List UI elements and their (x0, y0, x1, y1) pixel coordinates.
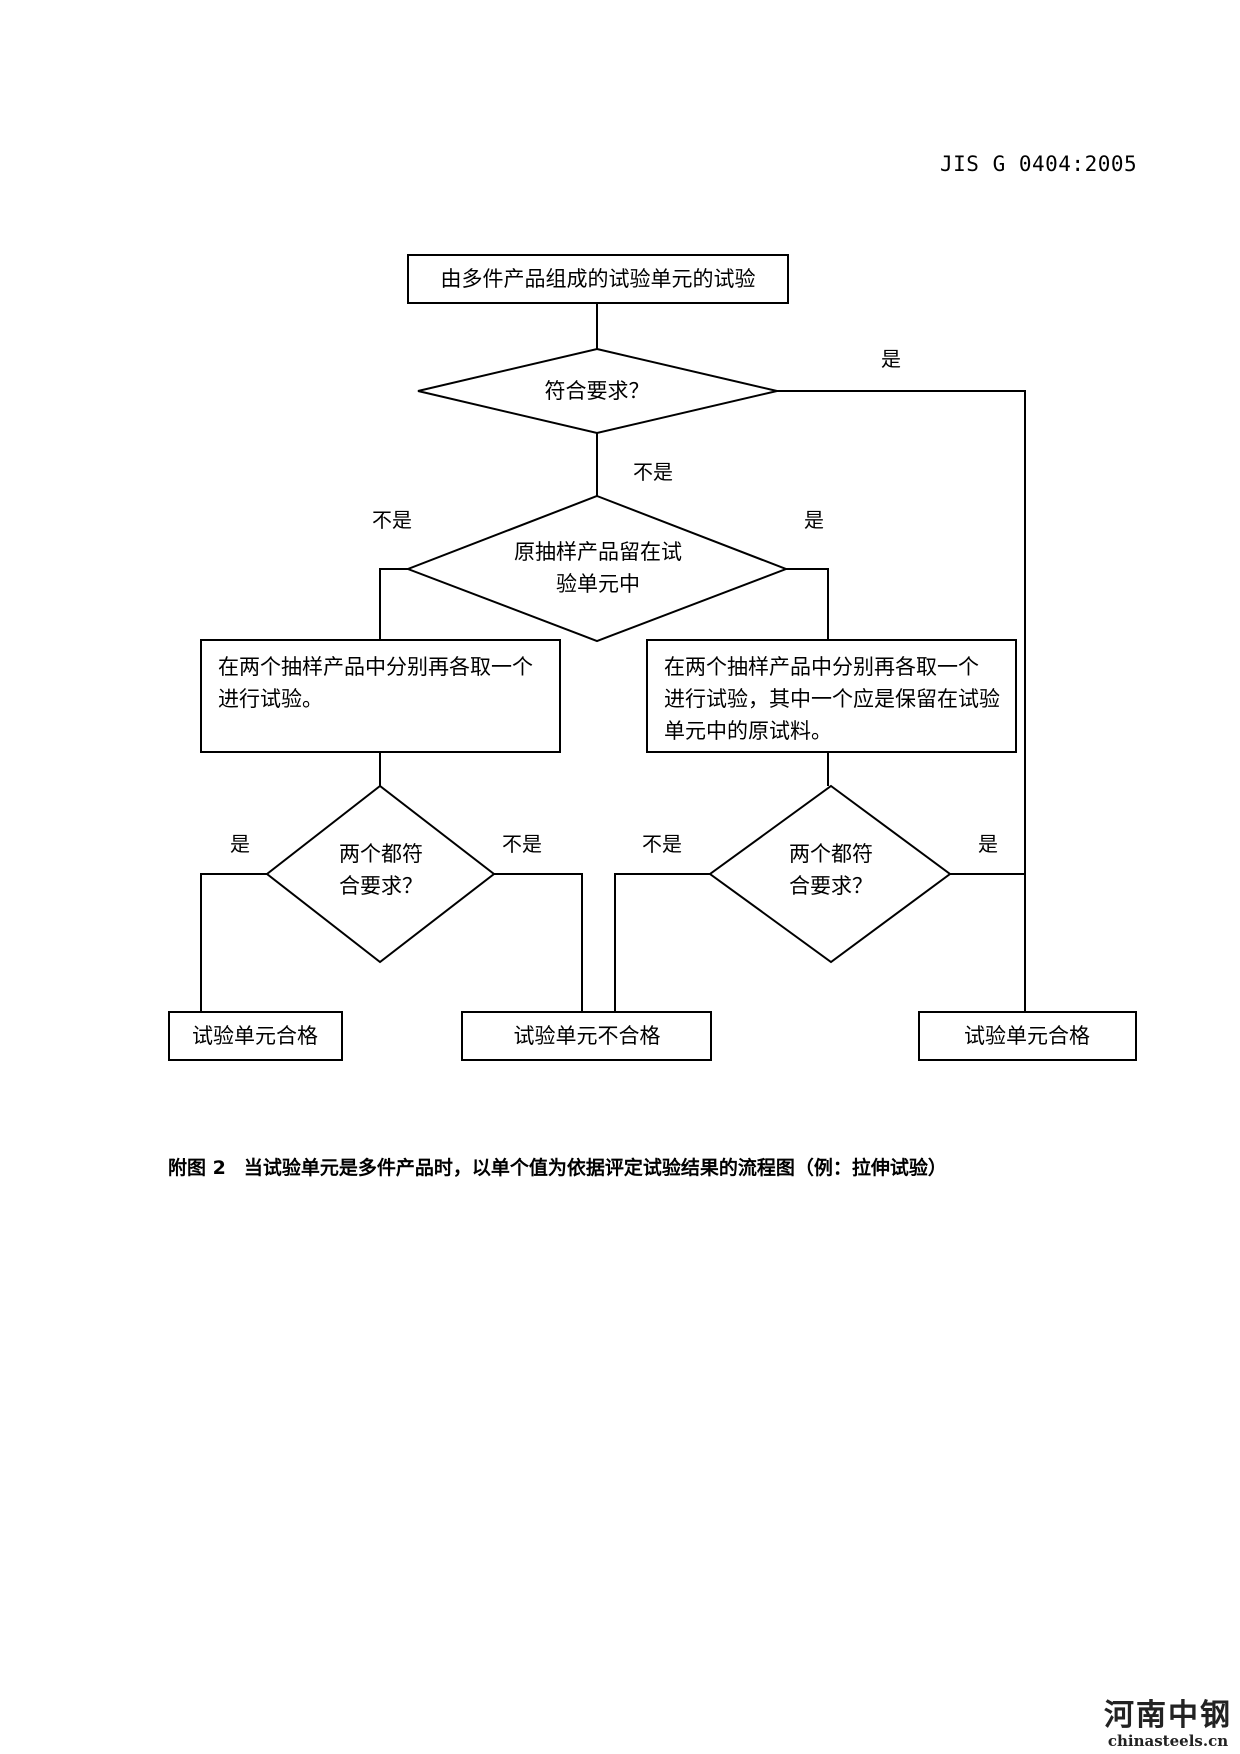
figure-caption-text: 当试验单元是多件产品时，以单个值为依据评定试验结果的流程图（例：拉伸试验） (243, 1157, 947, 1179)
decision-original-sample-retained-line1: 原抽样产品留在试 (514, 540, 682, 564)
watermark: 河南中钢 chinasteels.cn (1104, 1698, 1232, 1751)
decision-meets-requirements-label: 符合要求？ (545, 379, 650, 403)
result-fail-box: 试验单元不合格 (461, 1011, 712, 1061)
result-fail-label: 试验单元不合格 (514, 1024, 661, 1048)
result-pass-left-box: 试验单元合格 (168, 1011, 343, 1061)
right-decision-line2: 合要求？ (789, 874, 873, 898)
right-retest-line2: 进行试验，其中一个应是保留在试验 (664, 687, 1000, 711)
right-decision-both-pass: 两个都符 合要求？ (708, 784, 952, 964)
left-decision-line2: 合要求？ (339, 874, 423, 898)
left-decision-line1: 两个都符 (339, 842, 423, 866)
figure-number: 附图 2 (168, 1157, 226, 1179)
start-box: 由多件产品组成的试验单元的试验 (407, 254, 789, 304)
left-retest-box: 在两个抽样产品中分别再各取一个 进行试验。 (200, 639, 561, 753)
result-pass-left-label: 试验单元合格 (192, 1024, 318, 1048)
left-decision-both-pass: 两个都符 合要求？ (265, 784, 496, 964)
result-pass-right-box: 试验单元合格 (918, 1011, 1137, 1061)
decision-original-sample-retained-line2: 验单元中 (556, 572, 640, 596)
document-code: JIS G 0404:2005 (940, 152, 1138, 176)
right-retest-box: 在两个抽样产品中分别再各取一个 进行试验，其中一个应是保留在试验 单元中的原试料… (646, 639, 1017, 753)
left-retest-line2: 进行试验。 (218, 687, 323, 711)
decision1-yes-label: 是 (881, 347, 901, 371)
right-decision-line1: 两个都符 (789, 842, 873, 866)
decision1-no-label: 不是 (633, 460, 673, 484)
left-retest-line1: 在两个抽样产品中分别再各取一个 (218, 655, 533, 679)
decision-meets-requirements: 符合要求？ (417, 347, 778, 435)
watermark-logo: 河南中钢 (1104, 1698, 1232, 1733)
right-retest-line1: 在两个抽样产品中分别再各取一个 (664, 655, 979, 679)
right-decision-no-label: 不是 (642, 832, 682, 856)
figure-caption: 附图 2 当试验单元是多件产品时，以单个值为依据评定试验结果的流程图（例：拉伸试验… (168, 1153, 947, 1180)
right-retest-line3: 单元中的原试料。 (664, 719, 832, 743)
result-pass-right-label: 试验单元合格 (964, 1024, 1090, 1048)
left-decision-no-label: 不是 (502, 832, 542, 856)
left-decision-yes-label: 是 (230, 832, 250, 856)
start-box-label: 由多件产品组成的试验单元的试验 (441, 267, 756, 291)
watermark-url: chinasteels.cn (1107, 1732, 1229, 1750)
right-decision-yes-label: 是 (978, 832, 998, 856)
decision2-no-label: 不是 (372, 508, 412, 532)
connector-lines (200, 303, 1026, 1012)
decision-original-sample-retained: 原抽样产品留在试 验单元中 (405, 494, 789, 643)
decision2-yes-label: 是 (804, 508, 824, 532)
